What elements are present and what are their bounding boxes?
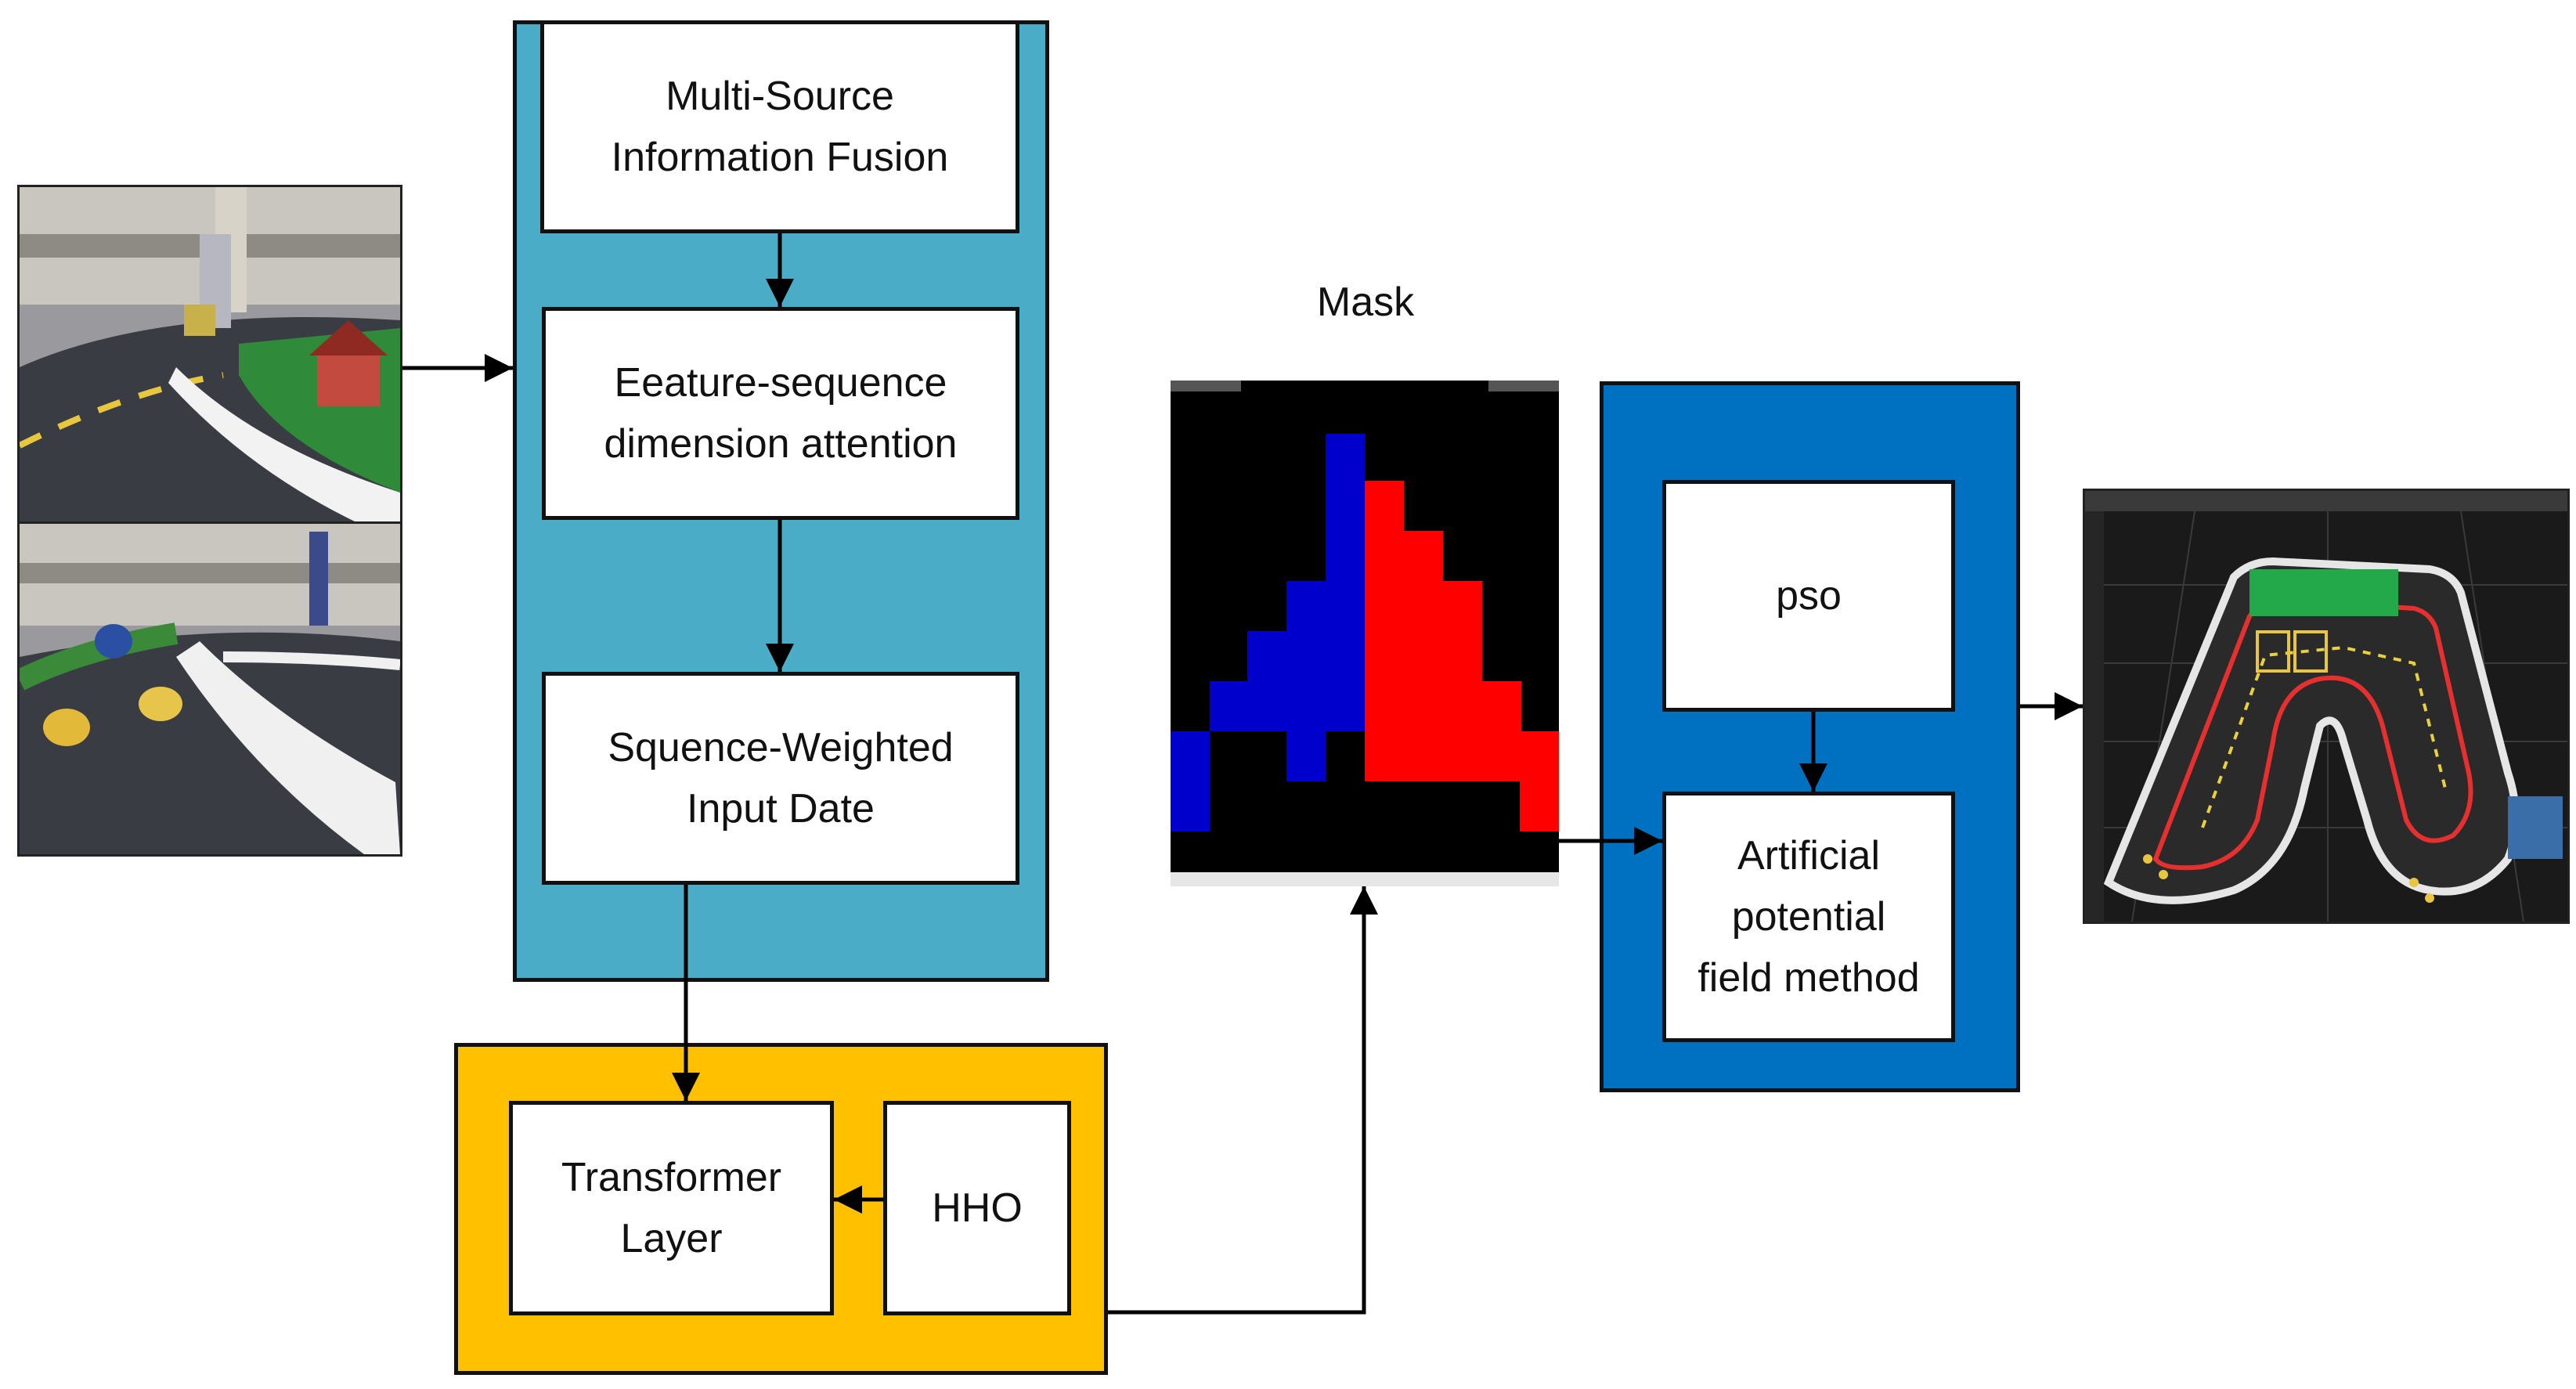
weighted-input-label: Squence-Weighted Input Date: [608, 725, 954, 832]
attention-box: Eeature-sequence dimension attention: [542, 307, 1019, 520]
simulation-image: [2083, 489, 2570, 924]
weighted-input-box: Squence-Weighted Input Date: [542, 672, 1019, 885]
arrow-optimizer-to-mask: [1108, 886, 1378, 1315]
camera-image-top: [17, 185, 402, 525]
fusion-label: Multi-Source Information Fusion: [611, 74, 949, 180]
fusion-box: Multi-Source Information Fusion: [540, 20, 1019, 233]
attention-label: Eeature-sequence dimension attention: [604, 360, 958, 467]
apf-label: Artificial potential field method: [1697, 833, 1920, 1001]
mask-image: [1171, 381, 1559, 886]
pso-label: pso: [1776, 573, 1842, 619]
apf-box: Artificial potential field method: [1662, 792, 1955, 1042]
hho-box: HHO: [883, 1101, 1071, 1315]
camera-image-bottom: [17, 521, 402, 857]
hho-label: HHO: [932, 1185, 1023, 1231]
transformer-label: Transformer Layer: [561, 1155, 782, 1261]
mask-title: Mask: [1316, 280, 1415, 325]
transformer-box: Transformer Layer: [509, 1101, 834, 1315]
pso-box: pso: [1662, 480, 1955, 712]
